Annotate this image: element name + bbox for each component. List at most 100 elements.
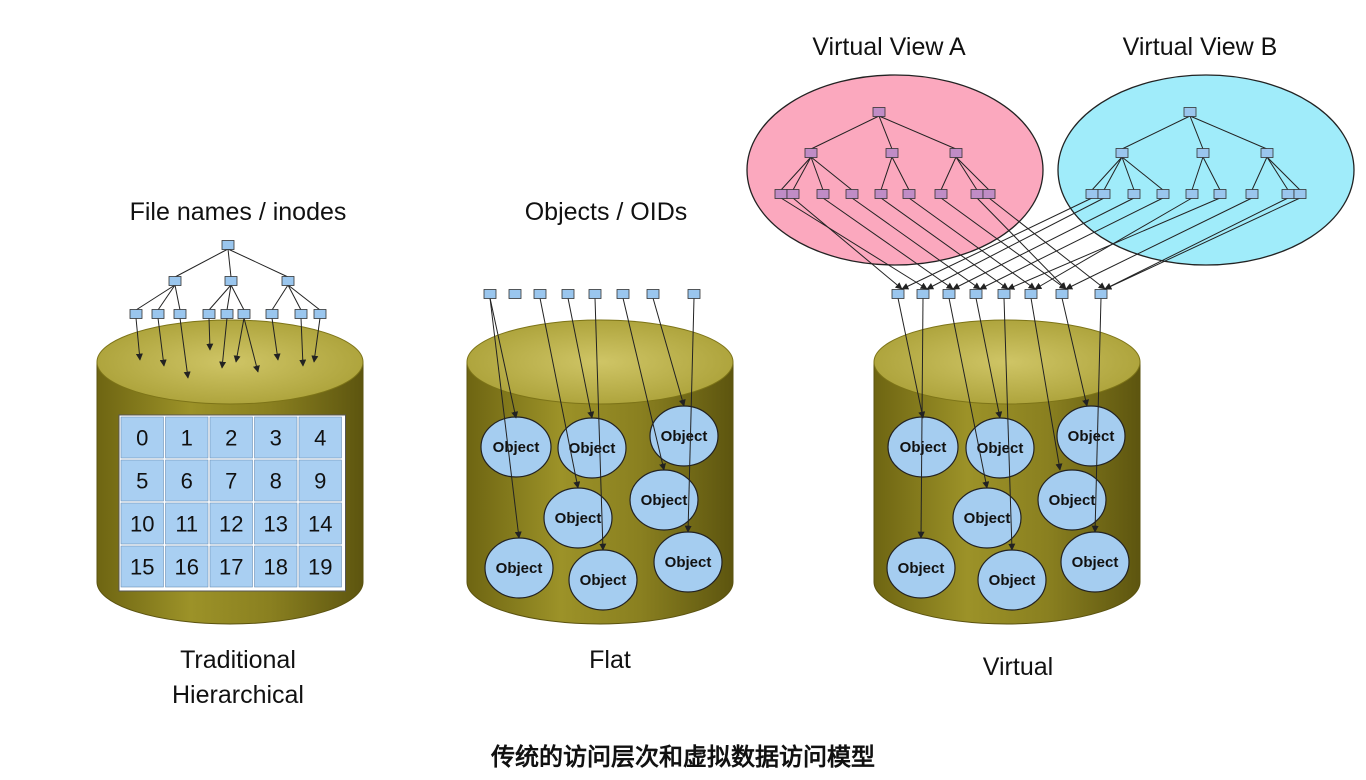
oid-arrow — [684, 297, 695, 533]
view-b-node — [1260, 148, 1274, 158]
view-b-node — [1115, 148, 1129, 158]
virtual-oid-arrow — [1030, 297, 1063, 471]
tree-edge — [287, 284, 321, 311]
view-a-node — [949, 148, 963, 158]
grid-cell — [165, 459, 209, 502]
view-a-node-root — [872, 107, 886, 117]
oid-node — [483, 289, 497, 299]
oid-node — [508, 289, 522, 299]
virtual-oid-arrow — [897, 297, 926, 419]
pointer-arrow — [135, 317, 143, 361]
pointer-arrow — [219, 317, 228, 369]
virtual-views — [746, 74, 1355, 266]
grid-number: 11 — [175, 512, 198, 537]
virtual-oid-node — [891, 289, 905, 299]
flat-object-label: Object — [661, 428, 708, 445]
view-a-arrow — [822, 197, 954, 290]
oid-node — [561, 289, 575, 299]
tree-node — [224, 276, 238, 286]
grid-number: 5 — [136, 469, 148, 494]
tree-edge — [174, 248, 229, 278]
view-a-edge — [878, 115, 957, 150]
tree-node — [281, 276, 295, 286]
virtual-oid-node — [916, 289, 930, 299]
oid-arrow — [489, 297, 522, 539]
virtual-object-label: Object — [1068, 428, 1115, 445]
view-a-arrow — [940, 197, 1067, 290]
grid-number: 2 — [225, 426, 237, 451]
virtual-oid-arrow — [1091, 297, 1102, 533]
grid-cell — [254, 502, 298, 545]
grid-cell — [165, 416, 209, 459]
view-b-node-leaf — [1281, 189, 1295, 199]
grid-cell — [209, 545, 253, 588]
oid-node — [533, 289, 547, 299]
oid-node — [687, 289, 701, 299]
virtual-oid-node — [1094, 289, 1108, 299]
cylinder-flat-top — [466, 319, 734, 405]
grid-number: 7 — [225, 469, 237, 494]
pointer-arrow — [157, 317, 167, 367]
virtual-object-ellipse — [1037, 469, 1107, 531]
flat-object-label: Object — [493, 439, 540, 456]
flat-object-label: Object — [555, 510, 602, 527]
grid-number: 10 — [130, 512, 154, 537]
view-a-arrow — [988, 197, 1106, 290]
tree-edge — [271, 284, 289, 311]
view-a-edge — [792, 156, 812, 191]
virtual-object-label: Object — [1072, 554, 1119, 571]
grid-number: 6 — [181, 469, 193, 494]
grid-cell — [298, 502, 342, 545]
grid-cell — [298, 459, 342, 502]
view-b-node-leaf — [1156, 189, 1170, 199]
view-a-node — [804, 148, 818, 158]
grid-cell — [254, 459, 298, 502]
oid-arrow — [594, 297, 607, 551]
flat-object-label: Object — [569, 440, 616, 457]
view-b-node-leaf — [1213, 189, 1227, 199]
view-a-edge — [878, 115, 893, 150]
tree-node-leaf — [237, 309, 251, 319]
view-b-edge — [1189, 115, 1204, 150]
flat-object-label: Object — [496, 560, 543, 577]
virtual-object-label: Object — [977, 440, 1024, 457]
virtual-oid-node — [942, 289, 956, 299]
view-b-node-leaf — [1085, 189, 1099, 199]
view-b-arrow — [1104, 197, 1289, 290]
view-b-edge — [1202, 156, 1221, 191]
tree-node-leaf — [294, 309, 308, 319]
view-b-edge — [1103, 156, 1123, 191]
grid-number: 13 — [264, 512, 288, 537]
grid-cell — [165, 545, 209, 588]
virtual-object-ellipse — [1056, 405, 1126, 467]
pointer-arrow — [233, 317, 245, 363]
view-b-node-leaf — [1293, 189, 1307, 199]
grid-number: 0 — [136, 426, 148, 451]
view-b-node-leaf — [1185, 189, 1199, 199]
virtual-oid-arrow — [1061, 297, 1089, 407]
view-a-edge — [891, 156, 910, 191]
view-b-edge — [1191, 156, 1204, 191]
virtual-oid-node — [997, 289, 1011, 299]
view-b-node-leaf — [1097, 189, 1111, 199]
grid-number: 1 — [181, 426, 193, 451]
grid-number: 19 — [308, 555, 332, 580]
view-b-arrow — [901, 197, 1093, 290]
label-virtual-view-a: Virtual View A — [812, 33, 966, 61]
grid-cell — [209, 502, 253, 545]
view-a-edge — [955, 156, 990, 191]
pointer-arrow — [206, 317, 214, 351]
tree-edge — [135, 284, 176, 311]
view-a-arrow — [976, 197, 1067, 290]
view-b-edge — [1121, 115, 1191, 150]
virtual-oid-node — [969, 289, 983, 299]
tree-node — [168, 276, 182, 286]
view-b-edge — [1189, 115, 1268, 150]
grid-number: 17 — [219, 555, 243, 580]
figure-caption: 传统的访问层次和虚拟数据访问模型 — [491, 743, 875, 771]
grid-cell — [120, 545, 164, 588]
view-a-node-leaf — [786, 189, 800, 199]
grid-cell — [120, 416, 164, 459]
grid-number: 12 — [219, 512, 243, 537]
